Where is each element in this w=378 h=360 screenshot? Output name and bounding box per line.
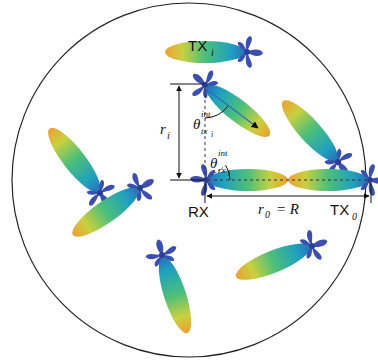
- interferer-beam: [183, 63, 280, 149]
- dimension-tick: [205, 183, 206, 203]
- angle-symbol: θ: [193, 117, 200, 132]
- node-name: RX: [188, 204, 209, 219]
- angle-symbol: θ: [210, 156, 217, 171]
- subscript: 0: [265, 210, 270, 220]
- subscript: i: [167, 131, 170, 141]
- beam-pattern: [142, 235, 203, 338]
- reference-line: [208, 180, 368, 181]
- subscript: rx: [218, 166, 226, 175]
- distance-arrow: [207, 196, 369, 197]
- angle-arc: [226, 166, 230, 180]
- beam-pattern: [230, 225, 333, 291]
- distance-symbol: r: [160, 122, 166, 137]
- subscript: i: [211, 131, 213, 139]
- equation-text: = R: [276, 202, 299, 217]
- distance-symbol: r: [258, 202, 264, 217]
- interference-direction: [205, 88, 258, 128]
- superscript: int: [218, 149, 228, 158]
- beam-pattern: [64, 166, 163, 248]
- superscript: int: [201, 110, 211, 119]
- dimension-tick: [371, 183, 372, 203]
- subscript: 0: [352, 212, 357, 222]
- subscript: i: [228, 170, 230, 178]
- node-name: TX: [330, 202, 349, 217]
- dimension-tick: [170, 180, 204, 181]
- dimension-tick: [170, 84, 204, 85]
- beam-pattern: [165, 36, 263, 68]
- subscript: i: [211, 48, 214, 58]
- distance-arrow: [179, 86, 180, 178]
- node-name: TX: [188, 38, 207, 53]
- subscript: tx: [201, 127, 208, 136]
